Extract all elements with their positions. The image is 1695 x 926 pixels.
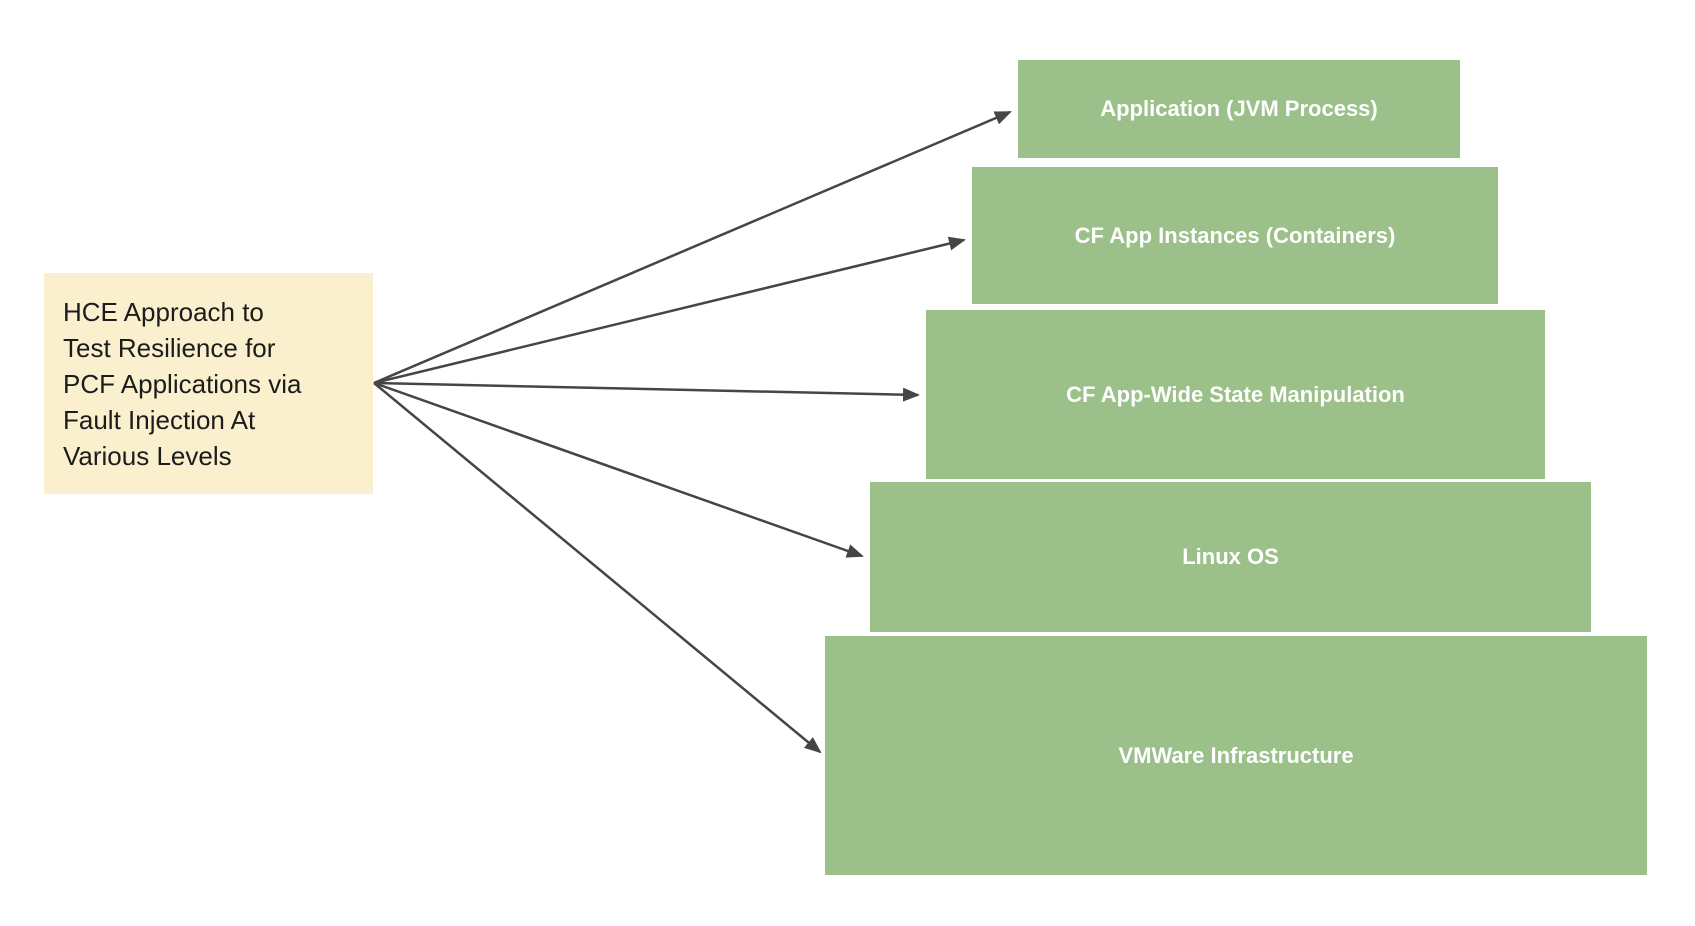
arrow-to-level-vmware-infrastructure — [373, 382, 822, 754]
arrow-to-level-cf-app-wide-state — [373, 381, 920, 402]
arrow-to-level-cf-app-instances — [373, 236, 966, 385]
level-box-cf-app-instances-containers: CF App Instances (Containers) — [972, 167, 1498, 304]
source-note: HCE Approach to Test Resilience for PCF … — [44, 273, 373, 494]
level-box-vmware-infrastructure: VMWare Infrastructure — [825, 636, 1647, 875]
arrow-to-level-application — [373, 110, 1012, 385]
arrow-to-level-linux-os — [373, 381, 864, 558]
level-box-application-jvm-process: Application (JVM Process) — [1018, 60, 1460, 158]
level-box-linux-os: Linux OS — [870, 482, 1591, 632]
level-box-cf-app-wide-state-manipulation: CF App-Wide State Manipulation — [926, 310, 1545, 479]
